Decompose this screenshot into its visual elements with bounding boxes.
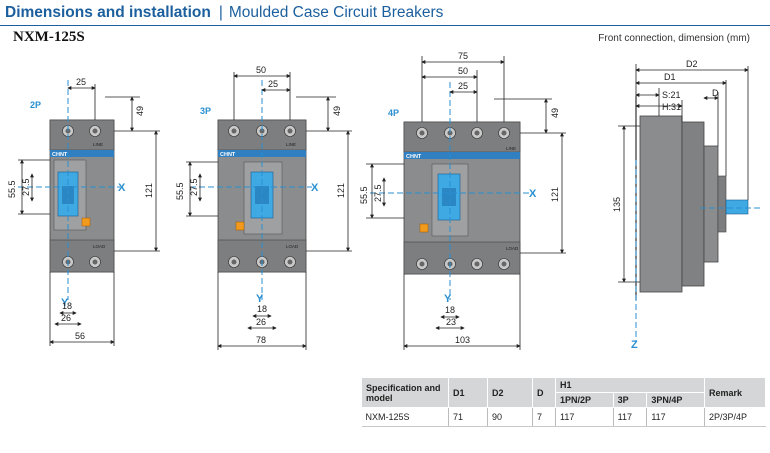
cell-h1-4p: 117 <box>646 407 705 427</box>
dim-2p-25: 25 <box>76 77 86 87</box>
dim-4p-49: 49 <box>550 108 560 118</box>
title-separator: | <box>218 4 223 21</box>
col-d2-header: D2 <box>487 377 533 408</box>
breaker-2p-drawing: 2P LINE CHNT LOAD X Y 25 49 55.5 27.5 12… <box>7 77 160 346</box>
axis-x-2p: X <box>118 182 126 194</box>
dim-3p-121: 121 <box>336 183 346 198</box>
dim-3p-50: 50 <box>256 65 266 75</box>
specification-table: Specification and model D1 D2 D H1 Remar… <box>361 377 766 427</box>
dim-3p-26: 26 <box>256 317 266 327</box>
col-d-header: D <box>532 377 556 408</box>
brand-4p: CHNT <box>406 154 422 160</box>
page-title: Dimensions and installation <box>5 4 211 21</box>
breaker-4p-drawing: 4P LINE CHNT LOAD X Y 75 50 25 49 <box>359 51 566 350</box>
dim-side-h31: H:31 <box>662 102 681 112</box>
dim-side-d2: D2 <box>686 59 698 69</box>
line-terminal-block-2p <box>49 119 115 151</box>
label-3p: 3P <box>200 106 211 116</box>
breaker-3p-drawing: 3P LINE CHNT LOAD X Y 50 25 49 55.5 27.5 <box>175 65 352 350</box>
col-spec-header: Specification and model <box>361 377 449 408</box>
cell-d1: 71 <box>448 407 488 427</box>
dim-4p-50: 50 <box>458 66 468 76</box>
dim-4p-18: 18 <box>445 305 455 315</box>
dim-4p-23: 23 <box>446 317 456 327</box>
dim-3p-78: 78 <box>256 335 266 345</box>
axis-z-side: Z <box>631 339 638 351</box>
line-label-3p: LINE <box>286 142 296 147</box>
axis-y-4p: Y <box>444 293 452 305</box>
page-subtitle: Moulded Case Circuit Breakers <box>228 4 444 21</box>
dim-4p-103: 103 <box>455 335 470 345</box>
line-label-2p: LINE <box>93 142 103 147</box>
cell-d2: 90 <box>487 407 533 427</box>
header-rule <box>0 25 770 26</box>
cell-h1-3p: 117 <box>612 407 647 427</box>
col-h1-header: H1 <box>555 377 705 393</box>
breaker-side-body <box>639 115 683 293</box>
dim-2p-55-5: 55.5 <box>7 180 17 198</box>
dim-4p-121: 121 <box>550 187 560 202</box>
col-h1-4p-header: 3PN/4P <box>646 392 705 408</box>
dim-4p-75: 75 <box>458 51 468 61</box>
dim-4p-25: 25 <box>458 81 468 91</box>
dim-2p-27-5: 27.5 <box>21 178 31 196</box>
dim-4p-55-5: 55.5 <box>359 186 369 204</box>
dim-3p-27-5: 27.5 <box>189 178 199 196</box>
cell-remark: 2P/3P/4P <box>704 407 766 427</box>
cell-h1-2p: 117 <box>555 407 614 427</box>
load-label-2p: LOAD <box>93 244 106 249</box>
col-d1-header: D1 <box>448 377 488 408</box>
dim-side-d: D <box>712 88 719 98</box>
dim-3p-49: 49 <box>332 106 342 116</box>
axis-y-3p: Y <box>256 293 264 305</box>
table-row: NXM-125S 71 90 7 117 117 117 2P/3P/4P <box>361 407 766 427</box>
dim-2p-56: 56 <box>75 331 85 341</box>
col-remark-header: Remark <box>704 377 766 408</box>
brand-2p: CHNT <box>52 152 68 158</box>
units-note: Front connection, dimension (mm) <box>598 33 750 44</box>
load-terminal-block-2p <box>49 239 115 273</box>
dim-3p-25: 25 <box>268 79 278 89</box>
dim-3p-18: 18 <box>257 304 267 314</box>
line-label-4p: LINE <box>506 146 516 151</box>
dim-side-d1: D1 <box>664 72 676 82</box>
axis-x-3p: X <box>311 182 319 194</box>
label-2p: 2P <box>30 100 41 110</box>
brand-3p: CHNT <box>220 152 236 158</box>
dim-4p-27-5: 27.5 <box>373 184 383 202</box>
load-label-4p: LOAD <box>506 246 519 251</box>
axis-x-4p: X <box>529 188 537 200</box>
col-h1-3p-header: 3P <box>612 392 648 408</box>
dim-2p-26: 26 <box>61 313 71 323</box>
handle-side <box>725 199 749 215</box>
dim-side-s21: S:21 <box>662 90 681 100</box>
col-h1-2p-header: 1PN/2P <box>555 392 614 408</box>
load-label-3p: LOAD <box>286 244 299 249</box>
dim-2p-18: 18 <box>62 301 72 311</box>
page-header: Dimensions and installation | Moulded Ca… <box>5 4 443 26</box>
dim-2p-49: 49 <box>135 106 145 116</box>
dim-3p-55-5: 55.5 <box>175 182 185 200</box>
axis-y-2p: Y <box>61 297 69 309</box>
dim-side-135: 135 <box>612 197 622 212</box>
cell-d: 7 <box>532 407 556 427</box>
model-name: NXM-125S <box>13 29 85 45</box>
label-4p: 4P <box>388 108 399 118</box>
side-view-drawing: Z D2 D1 S:21 H:31 D 135 <box>612 59 760 351</box>
dim-2p-121: 121 <box>144 183 154 198</box>
cell-model: NXM-125S <box>361 407 449 427</box>
